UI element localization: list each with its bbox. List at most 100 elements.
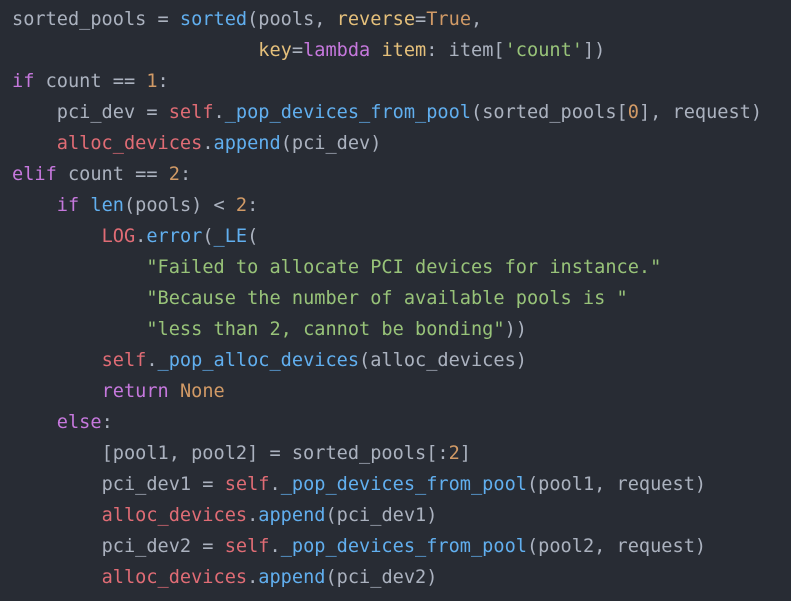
code-token-function: _pop_devices_from_pool	[224, 102, 471, 123]
code-token-number: 2	[168, 164, 180, 185]
code-indent	[12, 443, 102, 464]
code-indent	[12, 40, 258, 61]
code-indent	[12, 102, 57, 123]
code-token-plain: .	[146, 350, 158, 371]
code-token-keyword: else	[56, 412, 102, 433]
code-token-plain: (pci_dev)	[280, 133, 382, 154]
code-token-plain: (alloc_devices)	[359, 350, 527, 371]
code-token-plain: .	[269, 536, 281, 557]
code-token-plain: ])	[582, 40, 606, 61]
code-token-plain: (pci_dev2)	[325, 567, 438, 588]
code-token-plain: .	[202, 133, 214, 154]
code-token-string: "Because the number of available pools i…	[146, 288, 628, 309]
code-indent	[12, 412, 57, 433]
code-indent	[12, 350, 102, 371]
code-line[interactable]: key=lambda item: item['count'])	[12, 35, 791, 66]
code-token-function: append	[258, 567, 326, 588]
code-indent	[12, 567, 102, 588]
code-line[interactable]: alloc_devices.append(pci_dev2)	[12, 562, 791, 593]
code-token-plain: =	[415, 9, 427, 30]
code-token-plain	[370, 40, 381, 61]
code-token-param: key	[258, 40, 292, 61]
code-token-function: _pop_alloc_devices	[157, 350, 360, 371]
code-token-plain: pci_dev2 =	[101, 536, 225, 557]
code-token-plain: ]	[459, 443, 471, 464]
code-token-plain: (pool1, request)	[526, 474, 707, 495]
code-token-function: error	[146, 226, 203, 247]
code-token-self: self	[224, 536, 270, 557]
code-token-string: "Failed to allocate PCI devices for inst…	[146, 257, 662, 278]
code-token-plain: ,	[471, 9, 483, 30]
code-token-function: _LE	[213, 226, 248, 247]
code-line[interactable]: alloc_devices.append(pci_dev)	[12, 128, 791, 159]
code-line[interactable]: if len(pools) < 2:	[12, 190, 791, 221]
code-indent	[12, 505, 102, 526]
code-indent	[12, 133, 57, 154]
code-token-plain: (sorted_pools[	[471, 102, 628, 123]
code-token-plain: sorted_pools =	[12, 9, 180, 30]
code-token-plain: .	[135, 226, 147, 247]
code-token-plain: :	[179, 164, 192, 185]
code-token-plain: (pools,	[247, 9, 337, 30]
code-token-plain: : item[	[426, 40, 505, 61]
code-token-plain	[169, 381, 180, 402]
code-token-plain: (	[247, 226, 259, 247]
code-line[interactable]: pci_dev = self._pop_devices_from_pool(so…	[12, 97, 791, 128]
code-token-self: alloc_devices	[101, 567, 248, 588]
code-line[interactable]: LOG.error(_LE(	[12, 221, 791, 252]
code-token-plain: count ==	[34, 71, 147, 92]
code-token-keyword: return	[101, 381, 169, 402]
code-token-plain: pci_dev1 =	[101, 474, 225, 495]
code-token-number: 1	[146, 71, 158, 92]
code-token-string: "less than 2, cannot be bonding"	[146, 319, 505, 340]
code-token-constant: None	[179, 381, 225, 402]
code-token-plain: :	[247, 195, 259, 216]
code-token-plain: (	[202, 226, 214, 247]
code-line[interactable]: pci_dev2 = self._pop_devices_from_pool(p…	[12, 531, 791, 562]
code-token-self: self	[101, 350, 147, 371]
code-token-number: 0	[627, 102, 639, 123]
code-token-function: len	[90, 195, 124, 216]
code-line[interactable]: self._pop_alloc_devices(alloc_devices)	[12, 345, 791, 376]
code-line[interactable]: "Because the number of available pools i…	[12, 283, 791, 314]
code-token-plain: ], request)	[638, 102, 763, 123]
code-token-plain: count ==	[56, 164, 169, 185]
code-indent	[12, 536, 102, 557]
code-line[interactable]: elif count == 2:	[12, 159, 791, 190]
code-line[interactable]: "Failed to allocate PCI devices for inst…	[12, 252, 791, 283]
code-line[interactable]: sorted_pools = sorted(pools, reverse=Tru…	[12, 4, 791, 35]
code-token-plain: .	[247, 505, 259, 526]
code-indent	[12, 226, 102, 247]
code-token-self: self	[224, 474, 270, 495]
code-line[interactable]: if count == 1:	[12, 66, 791, 97]
code-token-plain: (pools) <	[123, 195, 236, 216]
code-line[interactable]: [pool1, pool2] = sorted_pools[:2]	[12, 438, 791, 469]
code-token-plain: [pool1, pool2] = sorted_pools[:	[101, 443, 449, 464]
code-token-function: sorted	[179, 9, 248, 30]
code-token-number: 2	[235, 195, 248, 216]
code-token-keyword: elif	[12, 164, 57, 185]
code-line[interactable]: return None	[12, 376, 791, 407]
code-block[interactable]: sorted_pools = sorted(pools, reverse=Tru…	[12, 4, 791, 593]
code-token-keyword: if	[12, 71, 35, 92]
code-line[interactable]: pci_dev1 = self._pop_devices_from_pool(p…	[12, 469, 791, 500]
code-line[interactable]: alloc_devices.append(pci_dev1)	[12, 500, 791, 531]
code-token-keyword: if	[56, 195, 80, 216]
code-token-param: reverse	[336, 9, 416, 30]
code-token-plain: .	[247, 567, 259, 588]
code-indent	[12, 381, 102, 402]
code-token-string: 'count'	[504, 40, 583, 61]
code-token-number: 2	[448, 443, 460, 464]
code-token-self: self	[168, 102, 214, 123]
code-token-plain: (pci_dev1)	[325, 505, 438, 526]
code-line[interactable]: "less than 2, cannot be bonding"))	[12, 314, 791, 345]
code-token-plain	[79, 195, 90, 216]
code-indent	[12, 257, 146, 278]
code-token-function: append	[258, 505, 326, 526]
code-token-plain: .	[213, 102, 225, 123]
code-token-function: _pop_devices_from_pool	[280, 536, 527, 557]
code-token-self: LOG	[101, 226, 136, 247]
code-token-function: append	[213, 133, 281, 154]
code-line[interactable]: else:	[12, 407, 791, 438]
